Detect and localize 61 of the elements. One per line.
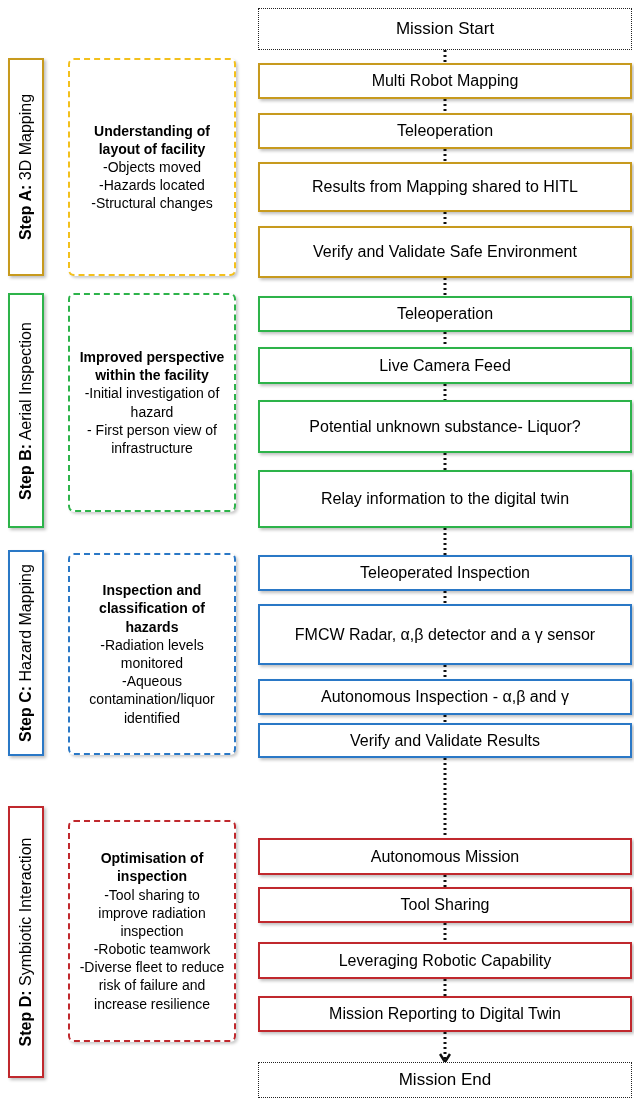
- step-label: Step A: 3D Mapping: [16, 93, 35, 241]
- dotted-connector: [443, 332, 447, 347]
- dotted-connector: [443, 528, 447, 555]
- description-heading: Inspection and classification of hazards: [98, 581, 206, 636]
- description-box: [68, 58, 236, 276]
- process-box: Mission Reporting to Digital Twin: [258, 996, 632, 1032]
- description-box: [68, 553, 236, 755]
- dotted-connector: [443, 758, 447, 838]
- terminal-box: Mission End: [258, 1062, 632, 1098]
- step-label-box: [8, 550, 44, 756]
- description-box: [68, 293, 236, 512]
- description-bullet: -Diverse fleet to reduce risk of failure and increase resilience: [78, 958, 226, 1013]
- dotted-connector: [438, 1032, 452, 1064]
- process-box: Autonomous Inspection - α,β and γ: [258, 679, 632, 715]
- dotted-connector: [443, 923, 447, 942]
- dotted-connector: [443, 591, 447, 604]
- process-box: Leveraging Robotic Capability: [258, 942, 632, 979]
- step-label: Step B: Aerial Inspection: [16, 321, 35, 500]
- process-box: Live Camera Feed: [258, 347, 632, 384]
- description-bullet: - First person view of infrastructure: [86, 420, 218, 458]
- dotted-connector: [443, 278, 447, 296]
- process-box: Teleoperation: [258, 296, 632, 332]
- dotted-connector: [443, 99, 447, 113]
- dotted-connector: [443, 665, 447, 679]
- description-bullet: -Robotic teamwork: [93, 940, 211, 959]
- terminal-box: Mission Start: [258, 8, 632, 50]
- dotted-connector: [443, 50, 447, 63]
- process-box: Teleoperation: [258, 113, 632, 149]
- process-box: Relay information to the digital twin: [258, 470, 632, 528]
- dotted-connector: [443, 384, 447, 400]
- step-label: Step C: Hazard Mapping: [16, 564, 35, 742]
- process-box: Potential unknown substance- Liquor?: [258, 400, 632, 453]
- description-bullet: -Objects moved: [102, 157, 201, 177]
- process-box: Autonomous Mission: [258, 838, 632, 875]
- process-box: Tool Sharing: [258, 887, 632, 923]
- description-bullet: -Radiation levels monitored: [99, 635, 205, 673]
- process-box: Verify and Validate Safe Environment: [258, 226, 632, 278]
- process-box: Verify and Validate Results: [258, 723, 632, 758]
- dotted-connector: [443, 715, 447, 723]
- description-bullet: -Initial investigation of hazard: [83, 384, 221, 421]
- step-label: Step D: Symbiotic Interaction: [16, 837, 35, 1047]
- description-heading: Understanding of layout of facility: [93, 121, 211, 158]
- dotted-connector: [443, 875, 447, 887]
- description-bullet: -Aqueous contamination/liquor identified: [88, 672, 216, 727]
- process-box: Teleoperated Inspection: [258, 555, 632, 591]
- step-label-box: [8, 58, 44, 276]
- process-box: FMCW Radar, α,β detector and a γ sensor: [258, 604, 632, 665]
- description-bullet: -Structural changes: [91, 194, 213, 213]
- description-bullet: -Hazards located: [99, 176, 205, 195]
- process-box: Multi Robot Mapping: [258, 63, 632, 99]
- dotted-connector: [443, 453, 447, 470]
- dotted-connector: [443, 149, 447, 162]
- process-box: Results from Mapping shared to HITL: [258, 162, 632, 212]
- description-heading: Optimisation of inspection: [99, 849, 205, 886]
- step-label-box: [8, 293, 44, 528]
- description-bullet: -Tool sharing to improve radiation inspection: [97, 885, 207, 941]
- dotted-connector: [443, 212, 447, 226]
- dotted-connector: [443, 979, 447, 996]
- step-label-box: [8, 806, 44, 1078]
- description-heading: Improved perspective within the facility: [78, 347, 226, 385]
- description-box: [68, 820, 236, 1042]
